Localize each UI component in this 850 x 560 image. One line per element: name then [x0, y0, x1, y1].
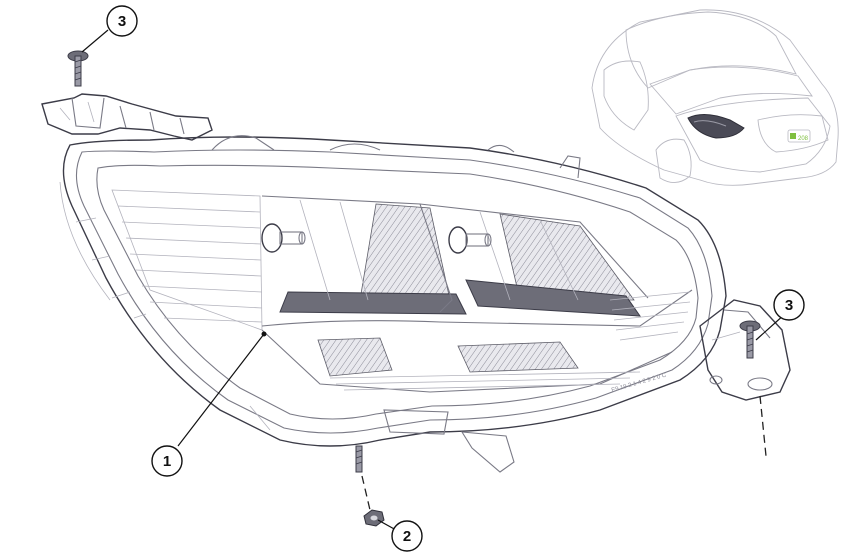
car-badge-text: 208 — [798, 136, 809, 142]
callout-3-top-label: 3 — [118, 13, 126, 30]
callout-3-top: 3 — [106, 5, 138, 37]
lower-ribs — [329, 291, 691, 391]
bottom-stud-and-nut — [355, 445, 385, 527]
headlamp-unit: E9 19 2 1 4 2 9 2 0 C — [59, 135, 727, 473]
left-bulb — [261, 223, 306, 253]
left-shelf — [279, 291, 467, 315]
lower-left-hatch — [317, 337, 393, 377]
right-bracket — [699, 299, 791, 401]
car-badge: 208 — [787, 129, 811, 143]
callout-1-label: 1 — [163, 453, 171, 470]
right-bulb — [448, 226, 492, 254]
car-headlamp-highlight — [687, 114, 745, 139]
callout-2: 2 — [391, 520, 423, 552]
leader-lines — [81, 29, 786, 531]
top-bracket — [41, 93, 213, 141]
callout-3-right-label: 3 — [785, 297, 793, 314]
screw-right — [739, 320, 767, 457]
vehicle-inset: 208 — [591, 9, 839, 186]
right-shelf — [465, 279, 642, 317]
left-reflector-ribs — [111, 189, 263, 331]
screw-top-left — [67, 50, 89, 87]
right-bowl-hatch — [499, 213, 635, 301]
callout-3-right: 3 — [773, 289, 805, 321]
callout-2-label: 2 — [403, 528, 411, 545]
lower-right-hatch — [457, 341, 579, 373]
callout-1: 1 — [151, 445, 183, 477]
